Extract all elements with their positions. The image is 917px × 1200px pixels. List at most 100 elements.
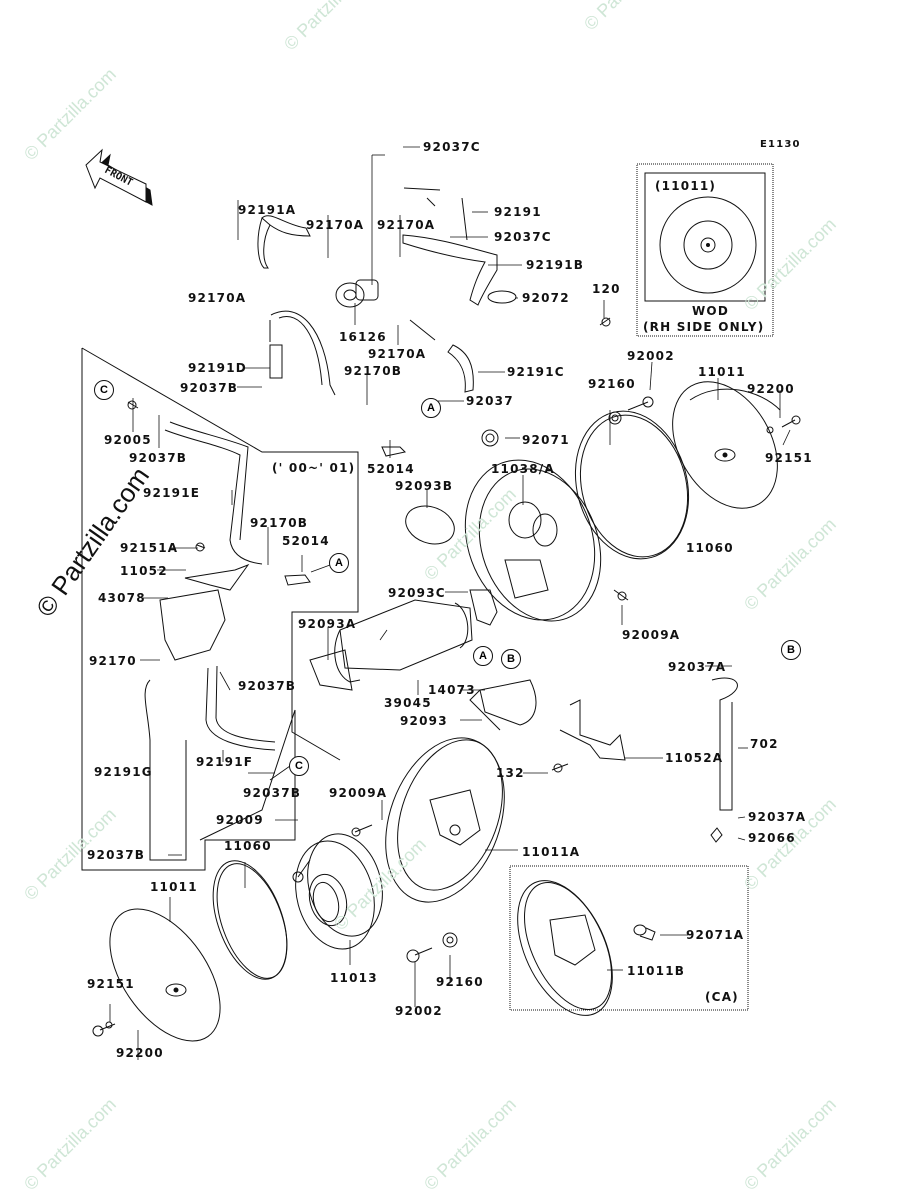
part-label[interactable]: 92093B: [395, 479, 454, 493]
year-range-box: [82, 348, 295, 870]
connection-marker-a: A: [421, 398, 441, 418]
part-label[interactable]: 92009: [216, 813, 264, 827]
gasket-92093c: [470, 590, 497, 625]
part-label[interactable]: 92009A: [329, 786, 388, 800]
part-label[interactable]: 11052: [120, 564, 168, 578]
connection-marker-c: C: [289, 756, 309, 776]
part-label[interactable]: 92170A: [368, 347, 427, 361]
part-label[interactable]: 39045: [384, 696, 432, 710]
part-label[interactable]: 43078: [98, 591, 146, 605]
part-label[interactable]: 92170A: [377, 218, 436, 232]
wod-part-ref: (11011): [655, 179, 717, 193]
part-label[interactable]: 92037A: [668, 660, 727, 674]
part-label[interactable]: 92160: [436, 975, 484, 989]
wod-inner-frame: [645, 173, 765, 301]
part-label[interactable]: 11038/A: [491, 462, 555, 476]
wod-variant-box: [637, 164, 773, 336]
part-label[interactable]: 92037C: [494, 230, 552, 244]
fasteners: [93, 198, 800, 1036]
part-label[interactable]: 11060: [686, 541, 734, 555]
part-label[interactable]: 702: [750, 737, 779, 751]
part-label[interactable]: 11011: [698, 365, 746, 379]
leader-lines: [110, 147, 790, 1060]
part-label[interactable]: 92191G: [94, 765, 153, 779]
part-label[interactable]: 92037B: [243, 786, 302, 800]
cover-11011-left: [88, 889, 243, 1060]
part-label[interactable]: 11013: [330, 971, 378, 985]
part-label[interactable]: 92066: [748, 831, 796, 845]
part-label[interactable]: 14073: [428, 683, 476, 697]
part-label[interactable]: 11052A: [665, 751, 724, 765]
part-label[interactable]: 92071A: [686, 928, 745, 942]
part-label[interactable]: 92170B: [344, 364, 403, 378]
part-label[interactable]: 92191: [494, 205, 542, 219]
backing-plate-11011a: [364, 721, 526, 918]
part-label[interactable]: 92037B: [87, 848, 146, 862]
gasket-ring-11060-left: [199, 851, 302, 989]
part-label[interactable]: 92072: [522, 291, 570, 305]
part-label[interactable]: 132: [496, 766, 525, 780]
hoses-top: [145, 188, 737, 860]
part-label[interactable]: 92071: [522, 433, 570, 447]
part-label[interactable]: 16126: [339, 330, 387, 344]
wod-note: (RH SIDE ONLY): [643, 320, 765, 334]
part-label[interactable]: 92009A: [622, 628, 681, 642]
part-label[interactable]: 11060: [224, 839, 272, 853]
part-label[interactable]: 11011: [150, 880, 198, 894]
connection-marker-b: B: [781, 640, 801, 660]
part-label[interactable]: 92170B: [250, 516, 309, 530]
part-label[interactable]: 92160: [588, 377, 636, 391]
bracket-11052a: [560, 700, 625, 760]
part-label[interactable]: 92191C: [507, 365, 565, 379]
duct-39045: [310, 600, 472, 690]
part-label[interactable]: 92037A: [748, 810, 807, 824]
part-label[interactable]: 92037B: [238, 679, 297, 693]
part-label[interactable]: 92002: [627, 349, 675, 363]
part-label[interactable]: 92093C: [388, 586, 446, 600]
part-label[interactable]: 92093A: [298, 617, 357, 631]
wod-label: WOD: [692, 304, 729, 318]
part-label[interactable]: 92200: [116, 1046, 164, 1060]
ca-note: (CA): [705, 990, 739, 1004]
part-label[interactable]: 92037C: [423, 140, 481, 154]
part-label[interactable]: 92037: [466, 394, 514, 408]
cover-11011: [651, 363, 799, 527]
year-range-note: (' 00~' 01): [272, 461, 356, 475]
wod-cover-middle: [684, 221, 732, 269]
wod-cover-outer: [660, 197, 756, 293]
connection-marker-a: A: [473, 646, 493, 666]
front-arrow-icon: [86, 150, 152, 205]
part-label[interactable]: 92005: [104, 433, 152, 447]
backing-plate-11011b: [498, 866, 655, 1030]
part-label[interactable]: 92037B: [180, 381, 239, 395]
part-label[interactable]: 92170: [89, 654, 137, 668]
diagram-code: E1130: [760, 139, 801, 150]
part-label[interactable]: 92151: [87, 977, 135, 991]
part-label[interactable]: 92170A: [306, 218, 365, 232]
part-label[interactable]: 92002: [395, 1004, 443, 1018]
valve-16126: [336, 280, 378, 307]
connection-marker-a: A: [329, 553, 349, 573]
part-label[interactable]: 120: [592, 282, 621, 296]
connection-marker-b: B: [501, 649, 521, 669]
part-label[interactable]: 92093: [400, 714, 448, 728]
part-label[interactable]: 92170A: [188, 291, 247, 305]
part-label[interactable]: 92191F: [196, 755, 254, 769]
part-label[interactable]: 92191A: [238, 203, 297, 217]
part-label[interactable]: 92037B: [129, 451, 188, 465]
part-label[interactable]: 92191D: [188, 361, 247, 375]
gasket-92093b: [400, 500, 459, 551]
part-label[interactable]: 52014: [367, 462, 415, 476]
connection-marker-c: C: [94, 380, 114, 400]
part-label[interactable]: 92191B: [526, 258, 585, 272]
part-label[interactable]: 92200: [747, 382, 795, 396]
ca-variant-box: [510, 866, 748, 1010]
part-label[interactable]: 11011A: [522, 845, 581, 859]
part-label[interactable]: 11011B: [627, 964, 686, 978]
part-label[interactable]: 92191E: [143, 486, 201, 500]
part-label[interactable]: 92151: [765, 451, 813, 465]
filter-element-11013: [284, 825, 393, 958]
part-label[interactable]: 92151A: [120, 541, 179, 555]
part-label[interactable]: 52014: [282, 534, 330, 548]
